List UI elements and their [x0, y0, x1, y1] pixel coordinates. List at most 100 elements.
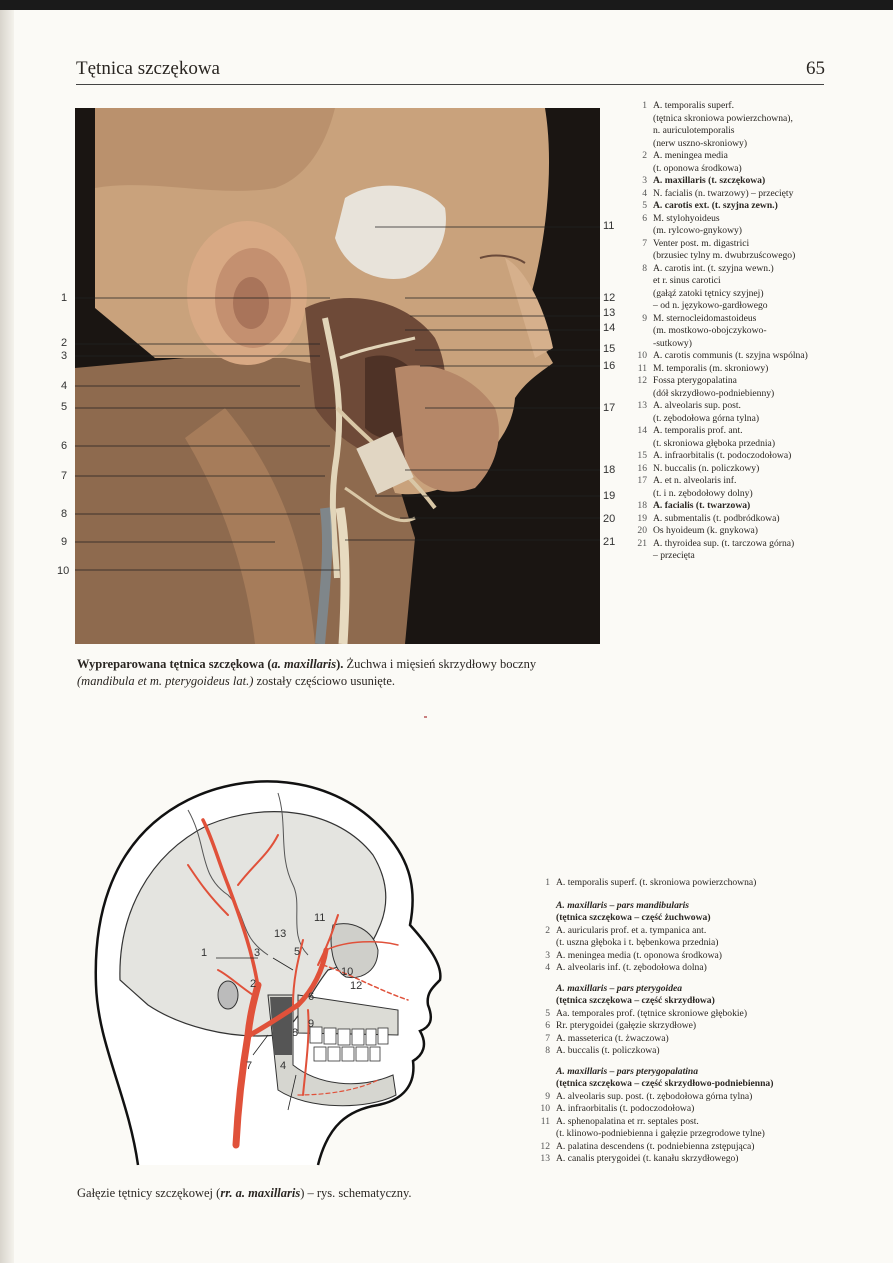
- fig2-label-3: 3: [254, 947, 261, 959]
- page-number: 65: [806, 58, 825, 79]
- legend-text: (t. skroniowa głęboka przednia): [653, 437, 776, 449]
- legend-number: 12: [540, 1140, 550, 1152]
- caption2-text1: Gałęzie tętnicy szczękowej (: [77, 1186, 221, 1200]
- caption1-latin: a. maxillaris: [271, 657, 337, 671]
- caption1-text2: zostały częściowo usunięte.: [253, 674, 396, 688]
- legend-text: A. infraorbitalis (t. podoczodołowa): [556, 1103, 695, 1114]
- legend-text: A. carotis int. (t. szyjna wewn.): [653, 262, 774, 274]
- fig1-label-1: 1: [61, 292, 68, 304]
- legend-text: Os hyoideum (k. gnykowa): [653, 525, 758, 536]
- legend-number: 16: [637, 462, 647, 474]
- legend-text: (dół skrzydłowo-podniebienny): [653, 387, 775, 399]
- page-gutter: [0, 10, 14, 1263]
- legend-text: A. meningea media: [653, 150, 728, 161]
- legend-number: 2: [545, 924, 550, 936]
- legend-text: Venter post. m. digastrici: [653, 237, 750, 249]
- fig1-label-9: 9: [61, 536, 68, 548]
- fig1-label-3: 3: [61, 350, 68, 362]
- legend-text: A. alveolaris sup. post. (t. zębodołowa …: [556, 1090, 753, 1102]
- legend-text: n. auriculotemporalis: [653, 125, 735, 136]
- legend-number: 14: [637, 425, 647, 436]
- legend-number: 8: [545, 1045, 550, 1056]
- fig1-label-10: 10: [57, 565, 70, 577]
- fig1-label-12: 12: [603, 292, 616, 304]
- legend-number: 9: [642, 312, 647, 324]
- fig2-label-8: 8: [292, 1027, 299, 1039]
- caption1-bold: Wypreparowana tętnica szczękowa (: [77, 657, 272, 671]
- caption2-latin: rr. a. maxillaris: [220, 1186, 301, 1200]
- legend-text: (t. oponowa środkowa): [653, 162, 742, 174]
- fig1-label-20: 20: [603, 513, 616, 525]
- dissection-photo: [75, 108, 600, 644]
- fig2-label-11: 11: [314, 912, 326, 924]
- top-edge: [0, 0, 893, 10]
- legend-text: (m. mostkowo-obojczykowo-: [653, 325, 767, 336]
- legend-number: 6: [642, 212, 647, 224]
- fig1-label-21: 21: [603, 536, 616, 548]
- fig2-label-9: 9: [308, 1018, 315, 1030]
- legend-text: A. buccalis (t. policzkowa): [556, 1045, 660, 1056]
- legend-number: 1: [642, 100, 647, 111]
- legend-number: 12: [637, 375, 647, 386]
- legend-number: 5: [642, 200, 647, 211]
- legend-text: A. et n. alveolaris inf.: [653, 475, 737, 486]
- legend-text: A. infraorbitalis (t. podoczodołowa): [653, 450, 792, 461]
- legend-number: 17: [637, 475, 647, 486]
- legend-number: 3: [545, 949, 550, 961]
- stray-mark: [424, 716, 427, 718]
- legend-number: 21: [637, 537, 647, 549]
- legend-text: (t. uszna głęboka i t. bębenkowa przedni…: [556, 937, 719, 948]
- legend-number: 3: [642, 175, 647, 186]
- legend-number: 1: [545, 877, 550, 888]
- fig1-label-7: 7: [61, 470, 68, 482]
- legend-text: (nerw uszno-skroniowy): [653, 137, 748, 149]
- fig2-label-4: 4: [280, 1060, 287, 1072]
- legend-number: 10: [637, 350, 647, 361]
- legend-text: (t. klinowo-podniebienna i gałęzie przeg…: [556, 1128, 765, 1139]
- legend-number: 6: [545, 1020, 550, 1031]
- legend-item: 5 A. carotis ext. (t. szyjna zewn.): [634, 200, 884, 213]
- figure1-caption: Wypreparowana tętnica szczękowa (a. maxi…: [77, 656, 597, 690]
- legend-number: 2: [642, 150, 647, 161]
- legend-text: (tętnica skroniowa powierzchowna),: [653, 112, 793, 124]
- fig1-label-2: 2: [61, 337, 68, 349]
- legend-text: M. temporalis (m. skroniowy): [653, 362, 769, 374]
- fig2-label-6: 6: [308, 991, 315, 1003]
- legend-text: N. buccalis (n. policzkowy): [653, 462, 760, 474]
- legend-text: (gałąź zatoki tętnicy szyjnej): [653, 287, 764, 299]
- fig1-label-17: 17: [603, 402, 616, 414]
- legend-text: Aa. temporales prof. (tętnice skroniowe …: [556, 1007, 748, 1019]
- fig1-label-13: 13: [603, 307, 616, 319]
- fig1-label-14: 14: [603, 322, 616, 334]
- figure2-caption: Gałęzie tętnicy szczękowej (rr. a. maxil…: [77, 1186, 497, 1201]
- fig2-label-10: 10: [341, 966, 354, 978]
- legend-group-heading: (tętnica szczękowa – część skrzydłowo-po…: [556, 1078, 774, 1089]
- caption2-text2: ) – rys. schematyczny.: [300, 1186, 412, 1200]
- legend-number: 4: [545, 962, 550, 973]
- legend-text: – od n. językowo-gardłowego: [653, 300, 768, 311]
- legend-text: A. carotis ext. (t. szyjna zewn.): [653, 200, 778, 211]
- legend-number: 20: [637, 525, 647, 536]
- header-rule: [76, 84, 824, 85]
- legend-text: A. carotis communis (t. szyjna wspólna): [653, 350, 808, 361]
- legend-item: 6 Rr. pterygoidei (gałęzie skrzydłowe): [537, 1020, 867, 1033]
- legend-text: et r. sinus carotici: [653, 275, 721, 286]
- legend-text: Rr. pterygoidei (gałęzie skrzydłowe): [556, 1020, 697, 1031]
- legend-item: 10 A. carotis communis (t. szyjna wspólna…: [634, 350, 884, 363]
- legend-text: A. facialis (t. twarzowa): [653, 500, 751, 511]
